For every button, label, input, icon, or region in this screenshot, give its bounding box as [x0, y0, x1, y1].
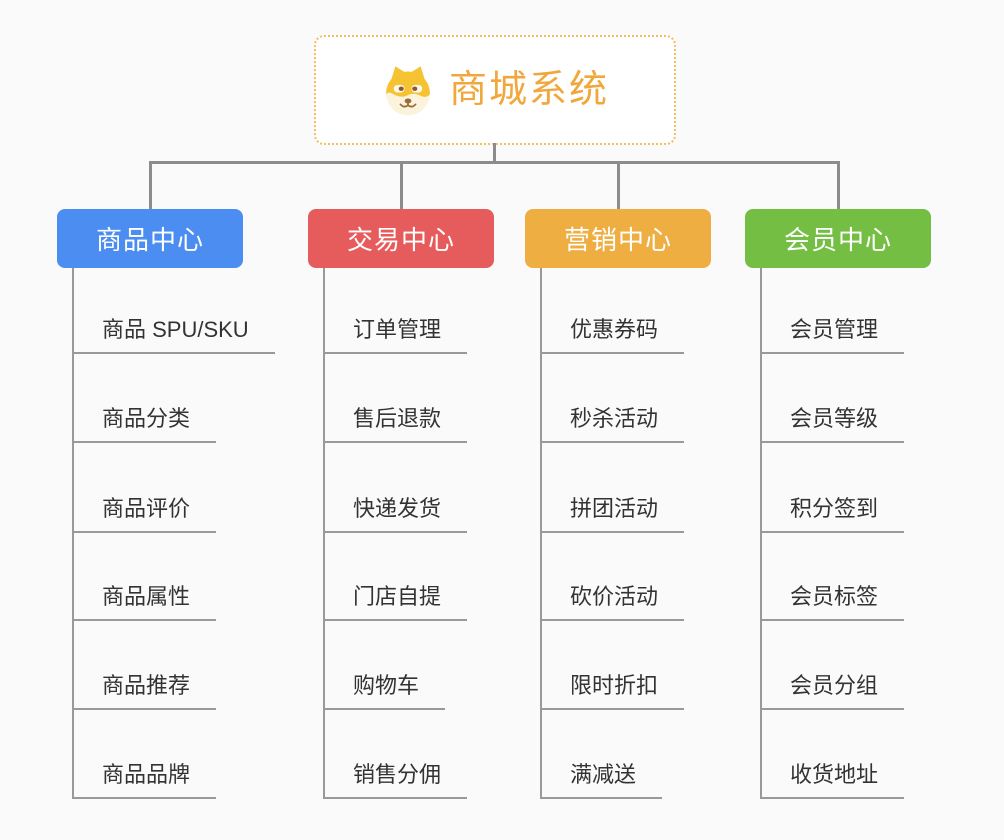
- leaf-node[interactable]: 购物车: [323, 668, 446, 710]
- branch-marketing-center: 营销中心 优惠券码 秒杀活动 拼团活动 砍价活动 限时折扣 满减送: [525, 209, 775, 809]
- branch-trunk-line: [323, 268, 325, 799]
- leaf-node[interactable]: 快递发货: [323, 491, 468, 533]
- connector-horizontal-bus: [149, 161, 840, 164]
- leaf-node[interactable]: 满减送: [540, 757, 663, 799]
- connector-drop-branch-4: [837, 161, 840, 209]
- connector-drop-branch-3: [617, 161, 620, 209]
- branch-member-center: 会员中心 会员管理 会员等级 积分签到 会员标签 会员分组 收货地址: [745, 209, 995, 809]
- branch-header-product-center[interactable]: 商品中心: [57, 209, 243, 268]
- leaf-node[interactable]: 限时折扣: [540, 668, 685, 710]
- connector-drop-branch-1: [149, 161, 152, 209]
- leaf-node[interactable]: 商品推荐: [72, 668, 217, 710]
- branch-trunk-line: [540, 268, 542, 799]
- leaf-node[interactable]: 积分签到: [760, 491, 905, 533]
- connector-drop-branch-2: [400, 161, 403, 209]
- leaf-node[interactable]: 砍价活动: [540, 579, 685, 621]
- leaf-node[interactable]: 售后退款: [323, 401, 468, 443]
- leaf-node[interactable]: 销售分佣: [323, 757, 468, 799]
- shiba-dog-icon: [381, 63, 435, 117]
- leaf-node[interactable]: 商品 SPU/SKU: [72, 312, 275, 354]
- leaf-node[interactable]: 会员管理: [760, 312, 905, 354]
- leaf-node[interactable]: 商品属性: [72, 579, 217, 621]
- leaf-node[interactable]: 订单管理: [323, 312, 468, 354]
- leaf-node[interactable]: 商品品牌: [72, 757, 217, 799]
- leaf-node[interactable]: 门店自提: [323, 579, 468, 621]
- branch-header-member-center[interactable]: 会员中心: [745, 209, 931, 268]
- leaf-node[interactable]: 商品评价: [72, 491, 217, 533]
- branch-product-center: 商品中心 商品 SPU/SKU 商品分类 商品评价 商品属性 商品推荐 商品品牌: [57, 209, 307, 809]
- branch-header-trade-center[interactable]: 交易中心: [308, 209, 494, 268]
- branch-trade-center: 交易中心 订单管理 售后退款 快递发货 门店自提 购物车 销售分佣: [308, 209, 558, 809]
- leaf-node[interactable]: 商品分类: [72, 401, 217, 443]
- root-node-mall-system[interactable]: 商城系统: [314, 35, 676, 145]
- leaf-node[interactable]: 收货地址: [760, 757, 905, 799]
- connector-root-stub: [493, 143, 496, 163]
- leaf-node[interactable]: 优惠券码: [540, 312, 685, 354]
- leaf-node[interactable]: 秒杀活动: [540, 401, 685, 443]
- branch-trunk-line: [72, 268, 74, 799]
- leaf-node[interactable]: 会员等级: [760, 401, 905, 443]
- leaf-node[interactable]: 会员标签: [760, 579, 905, 621]
- branch-header-marketing-center[interactable]: 营销中心: [525, 209, 711, 268]
- leaf-node[interactable]: 会员分组: [760, 668, 905, 710]
- root-title: 商城系统: [448, 69, 609, 111]
- branch-trunk-line: [760, 268, 762, 799]
- leaf-node[interactable]: 拼团活动: [540, 491, 685, 533]
